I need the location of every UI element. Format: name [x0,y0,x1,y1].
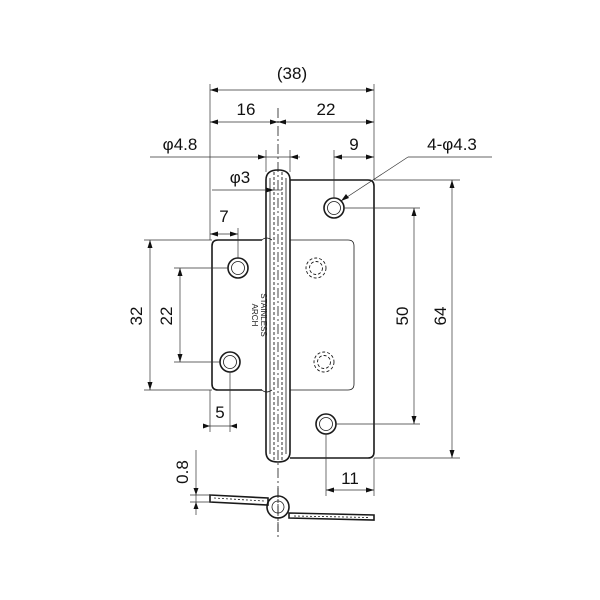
bottom-dimensions: 5 11 [203,372,375,496]
dim-left-hole-pitch: 22 [157,307,176,326]
hidden-hole-lower [313,351,335,373]
hole-lower-left [219,351,241,373]
hinge-body [211,169,375,463]
side-view: 0.8 [173,450,375,532]
dim-holes-callout: 4-φ4.3 [427,135,477,154]
dim-bottom-hole-offset: 5 [215,403,224,422]
leader-holes [340,156,409,202]
marking-line-2: STAINLESS [259,293,268,336]
dim-thickness: 0.8 [173,460,192,484]
dim-hole-edge-right: 9 [349,135,358,154]
dim-right-hole-pitch: 50 [393,307,412,326]
hole-bottom-right [315,413,337,435]
knuckle-outline [265,169,291,463]
right-dimensions: 50 64 [336,179,460,459]
dim-left-leaf-width: 16 [237,100,256,119]
dim-right-leaf-width: 22 [317,100,336,119]
left-leaf-outline [211,239,262,391]
dim-pin-outer-dia: φ4.8 [163,135,198,154]
marking-line-1: ARCH [250,304,259,327]
side-view-left-leaf [209,494,269,506]
dim-bottom-right-offset: 11 [341,469,359,488]
dim-right-leaf-height: 64 [431,307,450,326]
dim-left-leaf-height: 32 [127,307,146,326]
dim-hole-edge-left: 7 [219,207,228,226]
right-leaf-outline [290,179,375,459]
dim-overall-width: (38) [277,64,307,83]
top-dimensions: (38) 16 22 φ4.8 φ3 9 4-φ4.3 [150,64,492,258]
inner-leaf-recess [261,237,273,393]
hidden-hole-upper [305,257,327,279]
hole-upper-left [227,257,249,279]
left-dimensions: 32 22 [127,239,228,391]
dim-pin-dia: φ3 [230,168,250,187]
side-view-right-leaf [288,512,375,521]
inner-leaf-outline [290,239,355,391]
leaf-marking: ARCH STAINLESS [250,293,268,336]
